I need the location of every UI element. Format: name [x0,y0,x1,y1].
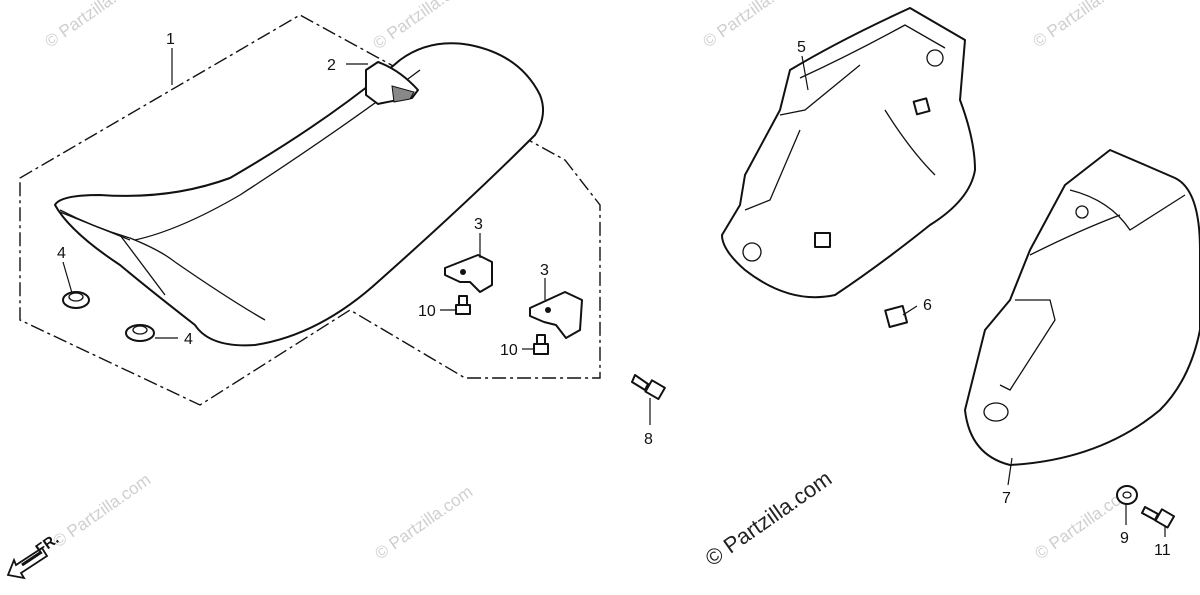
front-arrow: FR. [6,530,62,580]
callout-2: 2 [327,57,336,74]
callout-6: 6 [923,297,932,314]
callout-4: 4 [57,245,66,262]
watermark-faint: © Partzilla.com [1029,0,1134,51]
callout-1: 1 [166,31,175,48]
screw-10-b[interactable] [533,334,549,355]
left-side-cover[interactable] [721,7,976,299]
washer-9[interactable] [1116,485,1138,505]
watermark-faint: © Partzilla.com [699,0,804,51]
callout-4: 4 [184,331,193,348]
bolt-8[interactable] [631,374,666,401]
callout-10: 10 [500,342,518,359]
part-labels: 1 2 3 3 4 4 5 6 7 8 9 10 10 11 [57,31,1171,559]
seat-bracket-a[interactable] [444,254,493,293]
seat-strap-tab[interactable] [365,61,419,105]
callout-3: 3 [474,216,483,233]
callout-10: 10 [418,303,436,320]
callout-7: 7 [1002,490,1011,507]
watermark-faint: © Partzilla.com [49,470,154,551]
clip-nut[interactable] [884,304,909,329]
callout-11: 11 [1154,542,1171,559]
bolt-11[interactable] [1141,506,1176,529]
watermark-faint: © Partzilla.com [371,482,476,563]
seat-bracket-b[interactable] [529,291,583,339]
callout-8: 8 [644,431,653,448]
rubber-cushion-b[interactable] [125,324,155,342]
right-side-cover[interactable] [964,149,1200,466]
watermark-main: © Partzilla.com [701,466,837,572]
callout-9: 9 [1120,530,1129,547]
callout-3: 3 [540,262,549,279]
leader-lines [62,48,1166,537]
screw-10-a[interactable] [455,295,471,315]
seat[interactable] [54,42,545,347]
rubber-cushion-a[interactable] [62,291,90,309]
callout-5: 5 [797,39,806,56]
watermark-faint: © Partzilla.com [41,0,146,51]
